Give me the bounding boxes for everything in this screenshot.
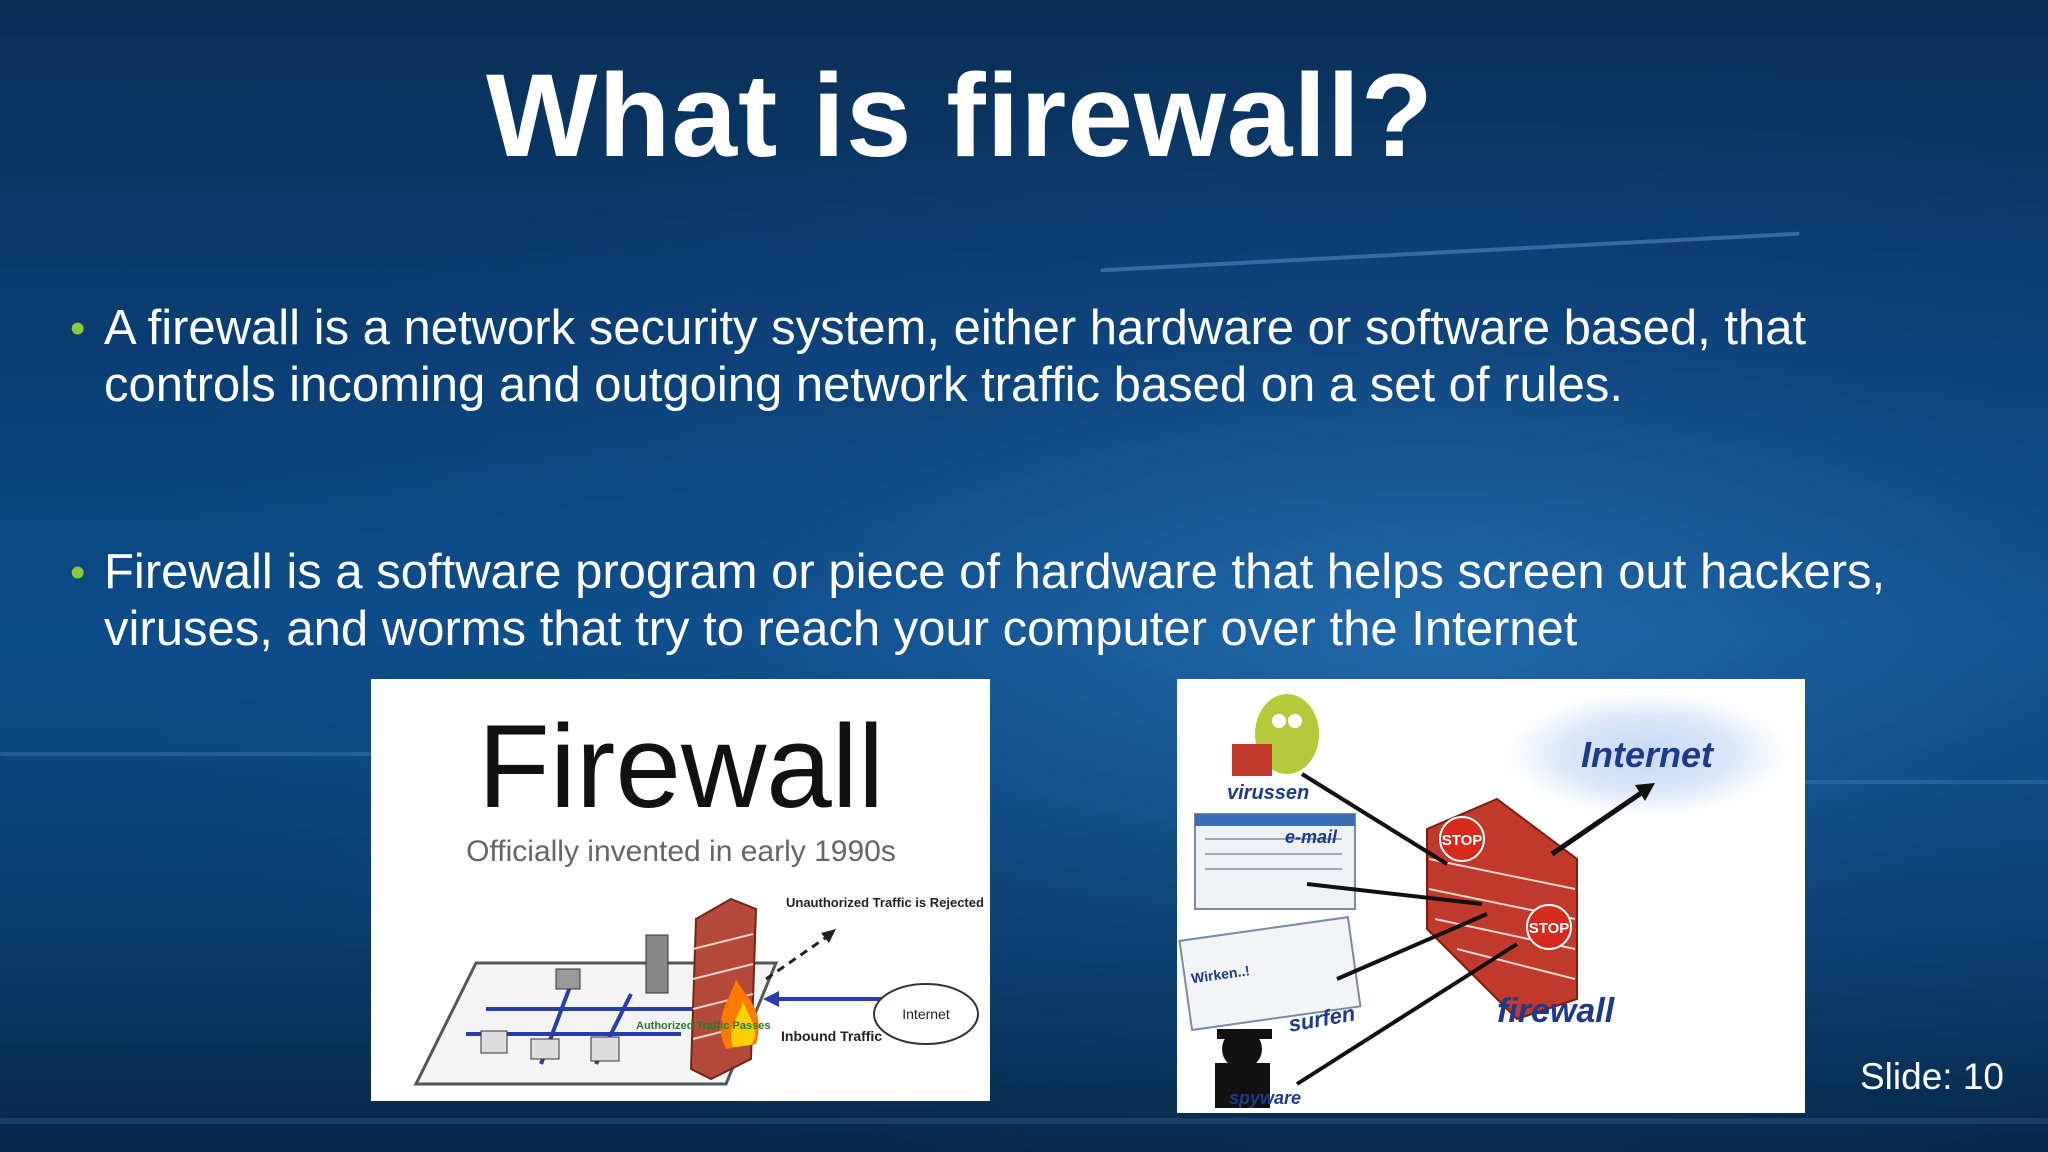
rejected-traffic-arrow [765,932,832,981]
fire-icon [720,979,759,1049]
printer-icon [555,968,581,990]
slide-number: Slide: 10 [1860,1056,2004,1097]
outgoing-arrow [1550,786,1649,857]
internet-label: Internet [1581,734,1715,775]
traffic-arrow [1295,942,1519,1086]
internet-cloud-icon [873,983,979,1045]
bullet-dot-icon: • [70,304,86,353]
bullet-list: • A firewall is a network security syste… [70,300,1990,658]
virus-creature-icon [1232,694,1319,776]
inbound-traffic-label: Inbound Traffic [781,1028,882,1044]
browser-window-icon [1178,916,1362,1032]
spyware-figure-icon [1215,1029,1272,1108]
computer-icon [590,1036,620,1062]
bullet-dot-icon: • [70,548,86,597]
image-subheading: Officially invented in early 1990s [466,835,896,868]
computer-icon [480,1030,508,1054]
traffic-arrow [1306,882,1483,906]
stop-sign-icon: STOP [1526,904,1572,950]
firewall-illustration-image: Internet virussen e-mail Wirken..! surfe… [1177,679,1805,1113]
email-label: e-mail [1285,827,1338,847]
bullet-item: • Firewall is a software program or piec… [70,544,1990,658]
svg-text:STOP: STOP [1442,832,1483,849]
virussen-label: virussen [1227,782,1309,804]
bullet-item: • A firewall is a network security syste… [70,300,1990,414]
laptop-icon [530,1038,560,1060]
image-heading: Firewall [478,701,885,833]
authorized-traffic-label: Authorized Traffic Passes [636,1020,771,1032]
internet-cloud-icon [1507,692,1787,816]
brick-wall-icon [689,897,758,1081]
svg-text:STOP: STOP [1529,920,1570,937]
network-floor [413,961,779,1086]
server-icon [645,934,669,994]
slide-title: What is firewall? [485,50,1435,182]
spyware-label: spyware [1229,1088,1301,1108]
firewall-diagram-image: Firewall Officially invented in early 19… [371,679,990,1101]
bullet-text: A firewall is a network security system,… [104,301,1807,412]
firewall-label: firewall [1497,992,1616,1030]
stop-sign-icon: STOP [1439,816,1485,862]
traffic-arrow [1336,912,1488,981]
unauthorized-traffic-label: Unauthorized Traffic is Rejected [786,895,984,910]
bullet-text: Firewall is a software program or piece … [104,545,1886,656]
email-window-icon [1194,813,1356,910]
internet-label: Internet [902,1006,950,1022]
light-streak [0,1118,2048,1124]
traffic-arrow [1300,772,1449,866]
